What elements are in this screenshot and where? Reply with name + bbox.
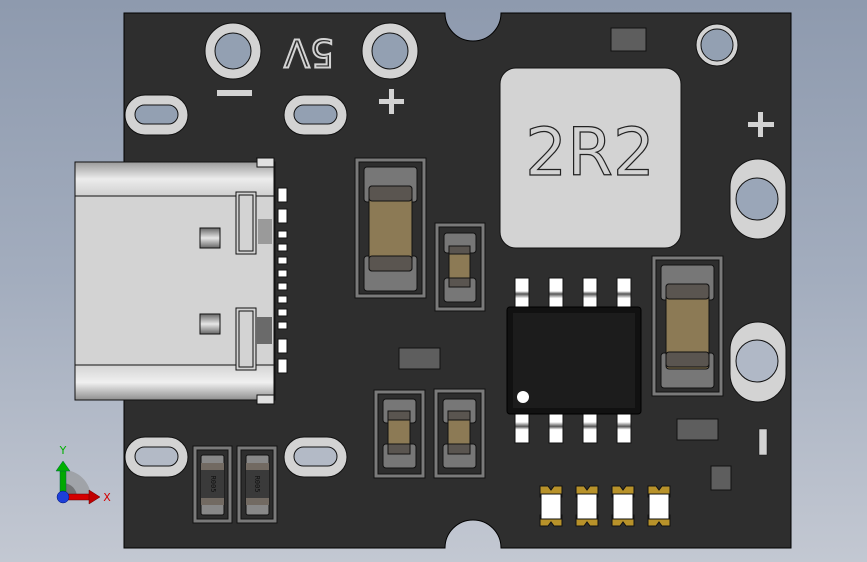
usb-shell-window <box>199 227 221 249</box>
smd-pad <box>676 418 719 441</box>
resistor: R005 <box>236 445 278 524</box>
x-axis-arrow <box>62 489 101 505</box>
led <box>575 485 599 527</box>
usb-c-connector[interactable] <box>74 157 288 405</box>
y-axis-arrow <box>55 460 71 498</box>
pad-pos-top <box>361 22 419 80</box>
resistor-marking: R005 <box>209 476 217 493</box>
slot-pad-bottom-mid <box>283 436 348 478</box>
ic-pin1-marker <box>517 391 529 403</box>
ic-pins-top <box>514 277 632 308</box>
led-indicators <box>539 485 671 527</box>
usb-shell-window <box>199 313 221 335</box>
usb-pins <box>277 187 288 374</box>
inductor: 2R2 <box>499 67 682 249</box>
pad-neg-right <box>729 321 787 403</box>
inductor-marking: 2R2 <box>525 114 655 191</box>
y-axis-label: Y <box>59 444 67 457</box>
x-axis-label: X <box>103 491 111 504</box>
led <box>611 485 635 527</box>
silk-plus-top <box>379 89 404 114</box>
silk-minus-right <box>758 428 768 456</box>
led <box>539 485 563 527</box>
capacitor-small <box>434 222 486 312</box>
pad-small-top-right <box>695 23 739 67</box>
resistor: R005 <box>192 445 233 524</box>
capacitor-large <box>354 157 427 299</box>
led <box>647 485 671 527</box>
resistor-marking: R005 <box>253 476 261 493</box>
ic-pins-bottom <box>514 412 632 444</box>
pad-neg-top <box>204 22 262 80</box>
silk-minus-top <box>217 90 252 96</box>
capacitor-large <box>651 255 724 397</box>
smd-pad <box>398 347 441 370</box>
slot-pad-bottom-left <box>124 436 189 478</box>
z-axis-dot <box>56 490 70 504</box>
capacitor-small <box>373 389 426 479</box>
capacitor-small <box>433 388 486 479</box>
silk-plus-right <box>748 112 774 137</box>
ic-soic8 <box>506 277 642 444</box>
smd-pad <box>710 465 732 491</box>
slot-pad-top-mid <box>283 94 348 136</box>
coordinate-triad[interactable]: Y X <box>55 444 111 505</box>
pad-pos-right <box>729 158 787 240</box>
smd-pad <box>610 27 647 52</box>
slot-pad-top-left <box>124 94 189 136</box>
silk-voltage-label: 5V <box>284 31 334 75</box>
